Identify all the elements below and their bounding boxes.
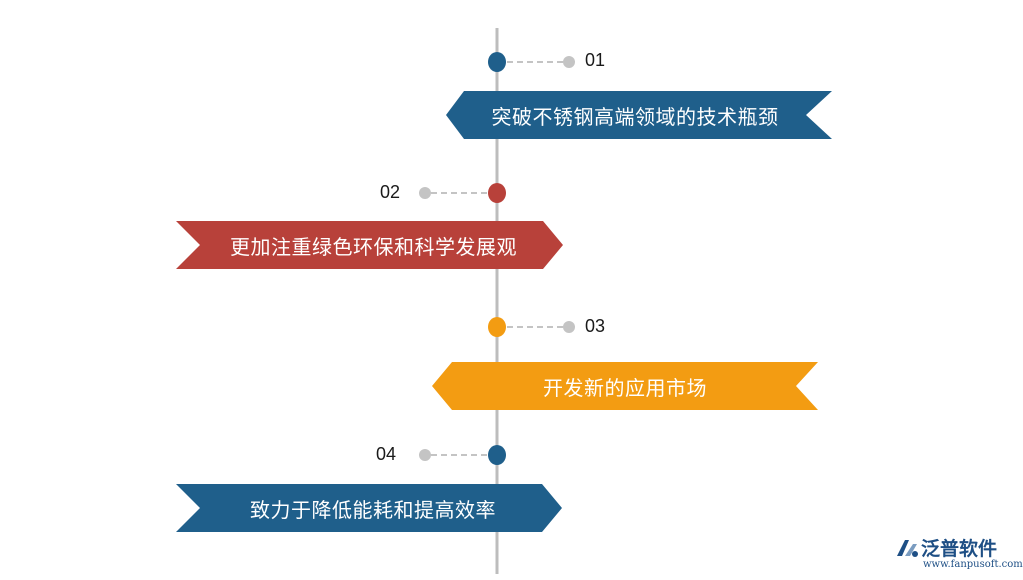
timeline-banner-3-label: 开发新的应用市场 [543, 375, 707, 400]
timeline-node-1 [488, 52, 506, 72]
fanpu-logo: 泛普软件 www.fanpusoft.com [893, 534, 1023, 578]
timeline-number-3: 03 [585, 316, 606, 336]
timeline-banner-4: 致力于降低能耗和提高效率 [176, 484, 562, 532]
connector-end-dot-2 [419, 187, 431, 199]
timeline-node-4 [488, 445, 506, 465]
timeline-number-1: 01 [585, 50, 606, 70]
timeline-banner-3: 开发新的应用市场 [432, 362, 818, 410]
timeline-number-2: 02 [380, 182, 401, 202]
timeline-number-4: 04 [376, 444, 397, 464]
timeline-banner-2: 更加注重绿色环保和科学发展观 [176, 221, 563, 269]
timeline-banner-1: 突破不锈钢高端领域的技术瓶颈 [446, 91, 832, 139]
timeline-banner-2-label: 更加注重绿色环保和科学发展观 [230, 234, 517, 259]
timeline-node-2 [488, 183, 506, 203]
connector-end-dot-4 [419, 449, 431, 461]
logo-url: www.fanpusoft.com [923, 559, 1023, 570]
fanpu-logo-icon [897, 540, 918, 557]
timeline-banner-4-label: 致力于降低能耗和提高效率 [250, 497, 496, 522]
timeline-banner-1-label: 突破不锈钢高端领域的技术瓶颈 [491, 104, 779, 129]
logo-name: 泛普软件 [921, 538, 998, 560]
timeline-node-3 [488, 317, 506, 337]
connector-end-dot-1 [563, 56, 575, 68]
connector-end-dot-3 [563, 321, 575, 333]
